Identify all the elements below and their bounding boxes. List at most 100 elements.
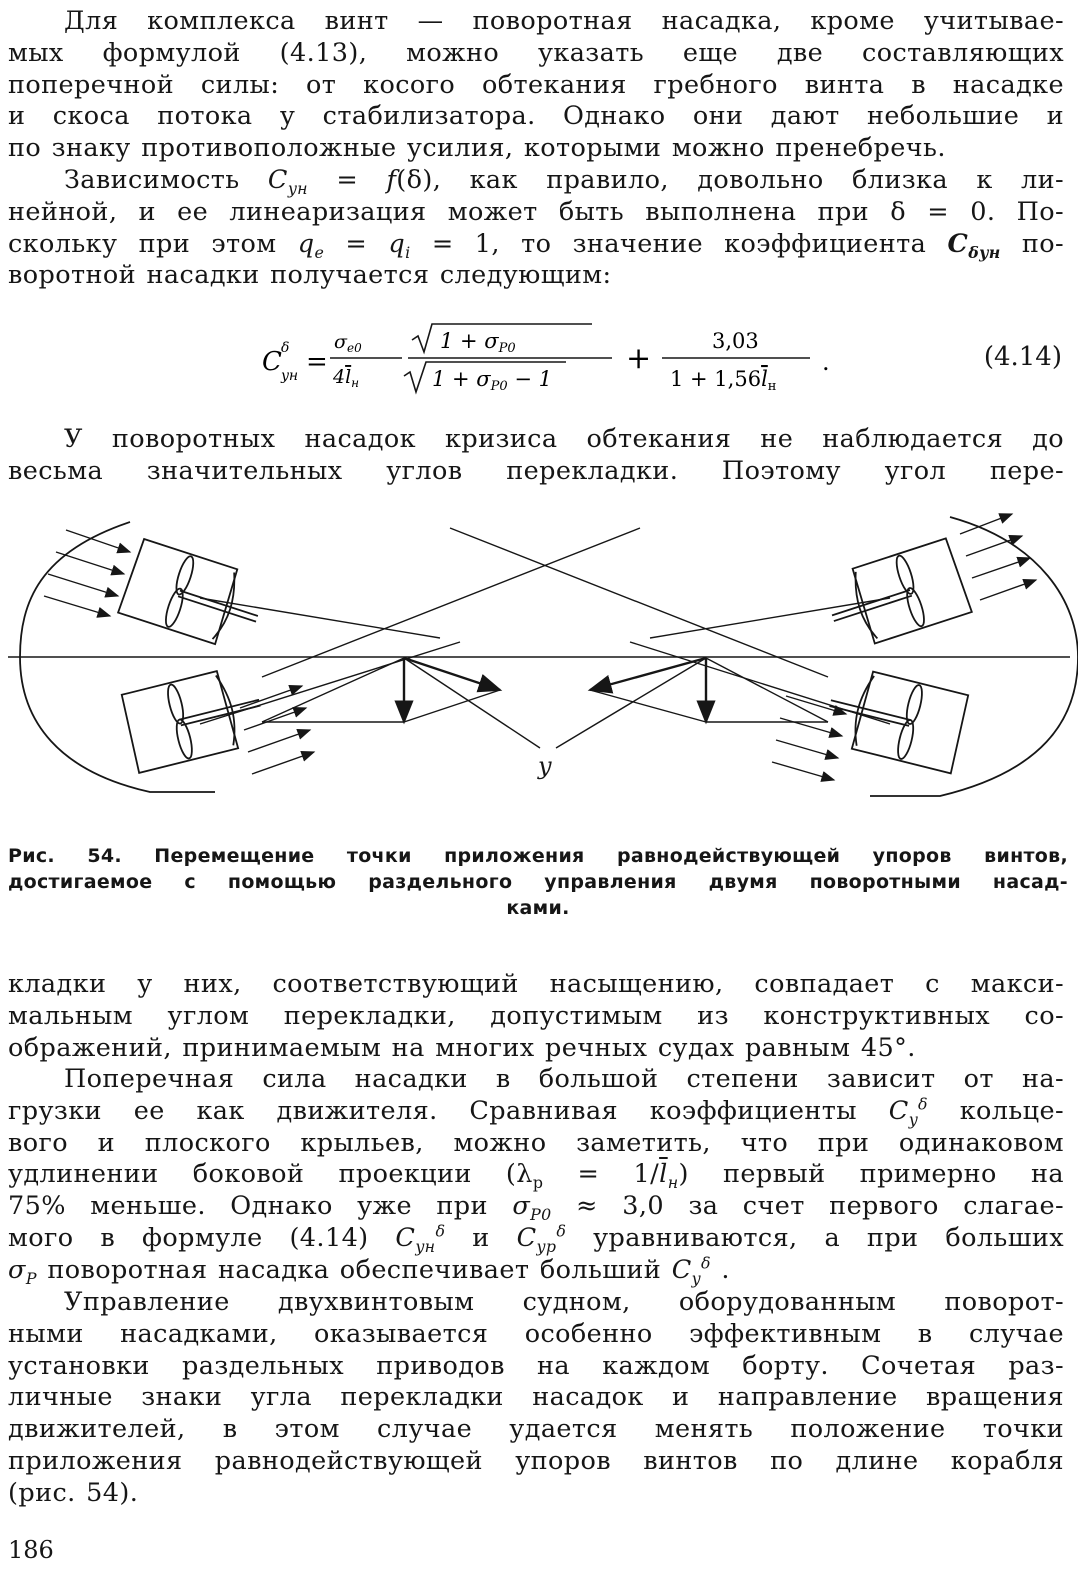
thrust-lines-left bbox=[199, 527, 641, 749]
symbol-cyp-delta: Cyрδ bbox=[516, 1221, 567, 1257]
symbol-qi: qi bbox=[388, 228, 411, 262]
paragraph-4: кладки у них, соответствующий насыщению,… bbox=[8, 969, 1064, 1064]
svg-text:1 + σP0 − 1: 1 + σP0 − 1 bbox=[432, 367, 552, 394]
text-line: мых формулой (4.13), можно указать еще д… bbox=[8, 37, 1064, 68]
text-fragment: . bbox=[710, 1254, 730, 1285]
text-fragment: ) первый примерно на bbox=[678, 1159, 1064, 1190]
text-line: движителей, в этом случае удается менять… bbox=[8, 1414, 1064, 1445]
text-line: Управление двухвинтовым судном, оборудов… bbox=[64, 1287, 1064, 1317]
text-line: воротной насадки получается следующим: bbox=[8, 260, 612, 291]
text-line: приложения равнодействующей упоров винто… bbox=[8, 1445, 1064, 1476]
text-fragment: ≈ 3,0 за счет первого слагае- bbox=[551, 1191, 1064, 1222]
text-line: Зависимость Cyн = f(δ), как правило, дов… bbox=[8, 165, 1064, 197]
svg-text:.: . bbox=[822, 348, 830, 376]
text-line: удлинении боковой проекции (λр = 1/lн) п… bbox=[8, 1159, 1064, 1193]
text-fragment: (δ), как правило, довольно близка к ли- bbox=[396, 165, 1065, 195]
text-line: 75% меньше. Однако уже при σP0 ≈ 3,0 за … bbox=[8, 1191, 1064, 1223]
text-fragment: Зависимость bbox=[64, 165, 268, 195]
text-fragment: = bbox=[307, 165, 387, 195]
text-line: Поперечная сила насадки в большой степен… bbox=[64, 1064, 1064, 1094]
page-number: 186 bbox=[8, 1536, 54, 1564]
flow-arrows-left bbox=[43, 529, 316, 775]
caption-line: Рис. 54. Перемещение точки приложения ра… bbox=[8, 845, 1068, 867]
svg-text:=: = bbox=[306, 347, 328, 377]
text-line: мого в формуле (4.14) Cyнδ и Cyрδ уравни… bbox=[8, 1223, 1064, 1255]
figure-label-y: y bbox=[537, 752, 552, 780]
thrust-lines-right bbox=[449, 527, 891, 749]
equation-number: (4.14) bbox=[983, 342, 1062, 372]
text-line: мальным углом перекладки, допустимым из … bbox=[8, 1000, 1064, 1031]
paragraph-1: Для комплекса винт — поворотная насадка,… bbox=[8, 6, 1064, 165]
text-fragment: δ = 0. По- bbox=[890, 196, 1064, 227]
symbol-cy-delta: Cyδ bbox=[671, 1253, 711, 1288]
text-line: весьма значительных углов перекладки. По… bbox=[8, 455, 1064, 486]
caption-line: ками. bbox=[506, 897, 570, 919]
symbol-l-bar: lн bbox=[659, 1159, 679, 1193]
text-fragment: кольце- bbox=[927, 1095, 1064, 1126]
formula-lhs: C bbox=[262, 347, 282, 377]
text-fragment: удлинении боковой проекции (λ bbox=[8, 1159, 533, 1190]
figure-caption: Рис. 54. Перемещение точки приложения ра… bbox=[8, 843, 1068, 921]
formula-const1: 3,03 bbox=[712, 329, 759, 353]
symbol-cyn-delta: Cyнδ bbox=[395, 1221, 446, 1257]
paragraph-3: У поворотных насадок кризиса обтекания н… bbox=[8, 424, 1064, 488]
text-line: кладки у них, соответствующий насыщению,… bbox=[8, 969, 1064, 999]
text-fragment: по- bbox=[1000, 228, 1065, 259]
symbol-cdyn: Cδyн bbox=[947, 228, 1001, 262]
caption-line: достигаемое с помощью раздельного управл… bbox=[8, 871, 1068, 893]
symbol-qe: qe bbox=[297, 228, 325, 262]
nozzle-left-upper bbox=[116, 537, 259, 646]
paragraph-6: Управление двухвинтовым судном, оборудов… bbox=[8, 1287, 1064, 1510]
text-line: по знаку противоположные усилия, которым… bbox=[8, 133, 946, 164]
svg-text:yн: yн bbox=[280, 368, 298, 384]
svg-text:σe0: σe0 bbox=[334, 331, 362, 355]
text-line: ображений, принимаемым на многих речных … bbox=[8, 1032, 916, 1063]
nozzle-left-lower bbox=[120, 670, 261, 775]
svg-text:δ: δ bbox=[281, 340, 289, 356]
text-line: вого и плоского крыльев, можно заметить,… bbox=[8, 1127, 1064, 1158]
symbol-sigma-p: σP bbox=[8, 1254, 37, 1288]
formula-const2: 1 + 1,56 bbox=[670, 367, 761, 391]
svg-text:4lн: 4lн bbox=[332, 366, 359, 390]
figure-54: y bbox=[0, 512, 1078, 828]
text-line: поперечной силы: от косого обтекания гре… bbox=[8, 69, 1064, 100]
svg-text:1 + 1,56lн: 1 + 1,56lн bbox=[670, 367, 776, 394]
svg-text:1 + σP0: 1 + σP0 bbox=[440, 329, 516, 356]
text-fragment: мого в формуле (4.14) bbox=[8, 1222, 396, 1253]
text-fragment: уравниваются, а при больших bbox=[566, 1222, 1064, 1253]
text-fragment: и bbox=[445, 1222, 517, 1253]
text-line: грузки ее как движителя. Сравнивая коэфф… bbox=[8, 1096, 1064, 1128]
flow-arrows-right bbox=[771, 513, 1038, 782]
text-fragment: = 1/ bbox=[543, 1159, 660, 1190]
paragraph-2: Зависимость Cyн = f(δ), как правило, дов… bbox=[8, 165, 1064, 292]
text-fragment: = bbox=[324, 228, 389, 259]
text-line: У поворотных насадок кризиса обтекания н… bbox=[64, 424, 1064, 454]
text-line: (рис. 54). bbox=[8, 1477, 139, 1508]
svg-text:+: + bbox=[626, 341, 651, 376]
formula-4-14: C yн δ = σe0 4lн 1 + σP0 1 + σP0 − 1 + 3… bbox=[0, 322, 1078, 396]
text-line: и скоса потока у стабилизатора. Однако о… bbox=[8, 101, 1064, 132]
text-fragment: нейной, и ее линеаризация может быть вып… bbox=[8, 196, 891, 227]
symbol-cyn: Cyн bbox=[267, 165, 308, 199]
text-line: скольку при этом qe = qi = 1, то значени… bbox=[8, 229, 1064, 261]
nozzle-right-lower bbox=[829, 670, 970, 775]
symbol-f: f bbox=[386, 165, 397, 195]
text-line: нейной, и ее линеаризация может быть вып… bbox=[8, 197, 1064, 229]
text-fragment: скольку при этом bbox=[8, 228, 298, 259]
text-line: σP поворотная насадка обеспечивает больш… bbox=[8, 1255, 1064, 1287]
text-line: установки раздельных приводов на каждом … bbox=[8, 1350, 1064, 1381]
text-fragment: поворотная насадка обеспечивает больший bbox=[36, 1254, 672, 1285]
text-line: Для комплекса винт — поворотная насадка,… bbox=[64, 6, 1064, 36]
formula-graphic: C yн δ = σe0 4lн 1 + σP0 1 + σP0 − 1 + 3… bbox=[262, 323, 830, 395]
text-fragment: грузки ее как движителя. Сравнивая коэфф… bbox=[8, 1095, 889, 1126]
nozzle-right-upper bbox=[831, 537, 973, 645]
text-line: личные знаки угла перекладки насадок и н… bbox=[8, 1382, 1064, 1413]
text-fragment: = 1, то значение коэффициента bbox=[410, 228, 948, 259]
text-line: ными насадками, оказывается особенно эфф… bbox=[8, 1318, 1064, 1349]
figure-graphic: y bbox=[8, 513, 1078, 797]
symbol-cy-delta: Cyδ bbox=[888, 1094, 928, 1129]
symbol-sigma-p0: σP0 bbox=[512, 1191, 552, 1225]
paragraph-5: Поперечная сила насадки в большой степен… bbox=[8, 1064, 1064, 1287]
text-fragment: 75% меньше. Однако уже при bbox=[8, 1191, 513, 1222]
